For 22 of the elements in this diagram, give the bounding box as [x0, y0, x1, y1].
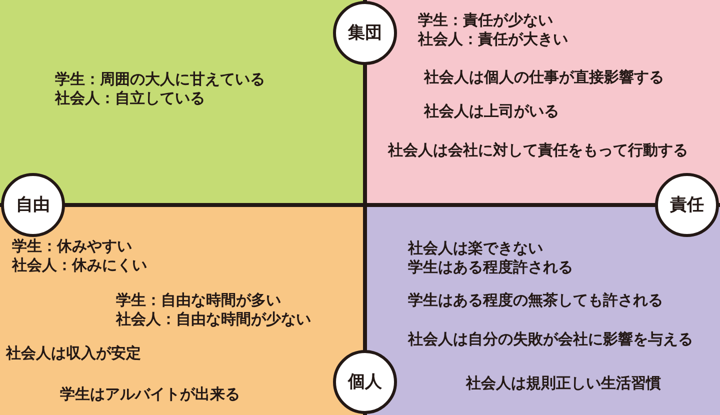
comparison-text: 社会人は個人の仕事が直接影響する	[424, 68, 664, 86]
comparison-text: 学生：休みやすい	[12, 237, 132, 255]
comparison-text: 社会人は会社に対して責任をもって行動する	[388, 141, 688, 159]
comparison-text: 社会人は楽できない	[408, 239, 543, 257]
comparison-text: 社会人：自立している	[55, 89, 205, 107]
comparison-text: 社会人：責任が大きい	[418, 30, 568, 48]
comparison-text: 社会人は規則正しい生活習慣	[466, 374, 661, 392]
comparison-text: 学生はある程度許される	[408, 258, 573, 276]
axis-label: 責任	[670, 195, 704, 215]
comparison-text: 学生：責任が少ない	[418, 11, 553, 29]
comparison-text: 社会人は自分の失敗が会社に影響を与える	[408, 330, 693, 348]
axis-label: 個人	[348, 372, 382, 392]
comparison-text: 学生：周囲の大人に甘えている	[55, 70, 265, 88]
comparison-text: 社会人：休みにくい	[12, 256, 147, 274]
comparison-text: 社会人：自由な時間が少ない	[116, 310, 311, 328]
comparison-text: 社会人は収入が安定	[6, 344, 141, 362]
axis-label: 集団	[348, 23, 382, 43]
comparison-text: 学生：自由な時間が多い	[116, 291, 281, 309]
comparison-text: 社会人は上司がいる	[424, 102, 559, 120]
comparison-text: 学生はアルバイトが出来る	[60, 385, 240, 403]
axis-label: 自由	[16, 195, 50, 215]
comparison-text: 学生はある程度の無茶しても許される	[408, 291, 663, 309]
